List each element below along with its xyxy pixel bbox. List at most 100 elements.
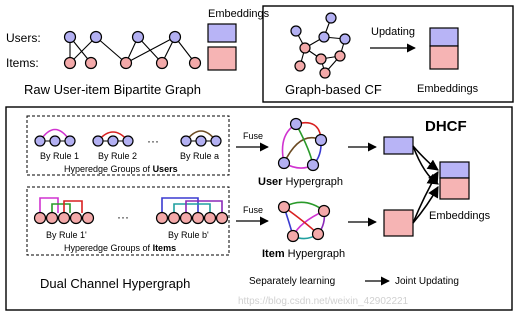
item-node [215,211,229,225]
user-hypergraph: User Hypergraph [258,117,343,188]
user-node [63,30,77,44]
user-node [306,158,320,172]
item-groups-border [26,186,230,256]
user-node [339,33,351,45]
hyperedge [161,197,199,213]
user-groups-ellipsis: ··· [147,134,159,148]
item-node [81,211,95,225]
user-node [168,30,182,44]
user-hypergraph-label: User Hypergraph [258,176,343,188]
fuse-label-users: Fuse [243,131,263,141]
item-node [203,211,217,225]
hyperedge [173,203,211,213]
item-node [119,56,133,70]
user-groups-border [26,115,230,176]
user-node [107,135,119,147]
raw-bipartite-panel: Users: Items: Embeddings [6,8,270,97]
rule-label: By Rule 2 [98,151,137,161]
dhcf-item-embedding-box [383,209,414,237]
cf-user-embedding-box [429,27,459,47]
user-node [210,135,222,147]
item-node [155,211,169,225]
fuse-label-items: Fuse [243,205,263,215]
hyperedge [51,203,71,213]
dhcf-joint-user-box [439,161,470,179]
user-node [325,12,337,24]
hyperedge [63,200,83,213]
item-node [63,56,77,70]
user-node [195,135,207,147]
item-node [294,60,306,72]
item-node [191,211,205,225]
raw-graph-title: Raw User-item Bipartite Graph [24,82,201,97]
item-groups-ellipsis: ··· [117,210,129,224]
item-node [315,53,327,65]
item-node [45,211,59,225]
bipartite-user-nodes [63,30,182,44]
item-hypergraph: Item Hypergraph [262,200,345,260]
user-node [34,135,46,147]
item-hypergraph-label: Item Hypergraph [262,248,345,260]
dhcf-panel: DHCF ··· By Rule 1 By Rule 2 By [5,106,513,311]
user-node [277,156,291,170]
watermark: https://blog.csdn.net/weixin_42902221 [238,296,409,307]
bipartite-item-nodes [63,56,202,70]
graph-cf-border [262,5,514,103]
graph-cf-title: Graph-based CF [285,82,382,97]
user-node [290,25,302,37]
item-node [319,67,331,79]
item-node [286,229,300,243]
dhcf-joint-item-box [439,177,470,200]
item-node [69,211,83,225]
cf-graph-nodes [290,12,351,79]
graph-cf-panel: Updating Graph-based CF Embeddings [262,5,514,103]
cf-item-embedding-box [429,45,459,70]
hyperedge [39,197,59,213]
item-node [299,42,311,54]
item-node [188,56,202,70]
item-hyperedge-groups: ··· By Rule 1' By Rule b' Hyperedge Grou… [26,186,230,256]
rule-label: By Rule 1' [46,230,87,240]
dhcf-embeddings-label: Embeddings [429,210,491,222]
item-node [84,56,98,70]
joint-update-curves [412,145,439,224]
user-node [131,30,145,44]
raw-item-embedding-box [207,46,237,71]
item-node [334,50,346,62]
user-node [314,133,328,147]
rule-label: By Rule 1 [40,151,79,161]
hyperedge [185,200,223,213]
user-node [89,30,103,44]
users-label: Users: [6,31,41,45]
user-hyperedge-groups: ··· By Rule 1 By Rule 2 By Rule a Hypere… [26,115,230,176]
item-node [155,56,169,70]
item-node [179,211,193,225]
user-node [92,135,104,147]
raw-user-embedding-box [207,23,237,43]
cf-embeddings-label: Embeddings [417,83,479,95]
item-node [57,211,71,225]
dhcf-user-embedding-box [383,136,414,155]
item-node [317,204,331,218]
user-node [122,135,134,147]
rule-label: By Rule a [180,151,219,161]
item-node [311,227,325,241]
dhcf-title: DHCF [425,118,467,135]
user-node [49,135,61,147]
user-node [289,117,303,131]
separately-learning-label: Separately learning [249,276,335,287]
updating-label: Updating [371,26,415,38]
item-node [33,211,47,225]
joint-updating-label: Joint Updating [395,276,459,287]
item-node [277,200,291,214]
items-label: Items: [6,56,39,70]
dual-channel-title: Dual Channel Hypergraph [40,276,190,291]
item-node [167,211,181,225]
dhcf-border [5,106,513,311]
user-node [64,135,76,147]
user-groups-caption: Hyperedge Groups of Users [64,164,178,174]
item-groups-caption: Hyperedge Groups of Items [64,243,176,253]
user-node [180,135,192,147]
raw-embeddings-label: Embeddings [208,8,270,20]
